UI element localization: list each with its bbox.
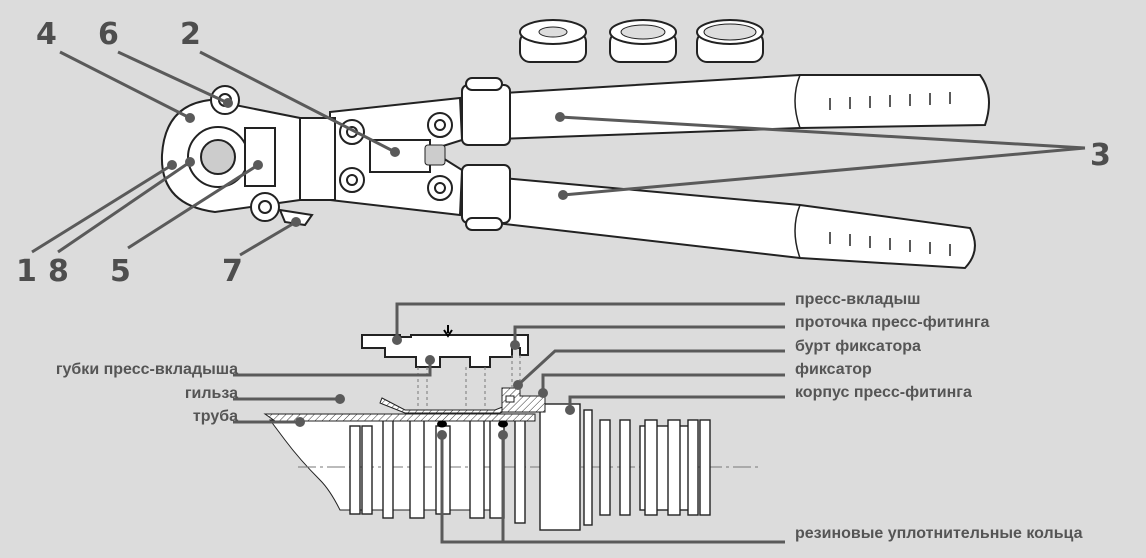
press-arrow-icon [443,325,453,338]
insert-ring-1 [519,19,587,63]
tool-leaders [31,50,1086,257]
callout-7: 7 [222,254,243,289]
label-press-insert: пресс-вкладыш [795,291,921,308]
label-pipe: труба [193,408,238,425]
press-insert [361,334,529,368]
label-fixer-collar: бурт фиксатора [795,338,921,355]
callout-4: 4 [36,17,57,52]
section-leaders [233,302,785,544]
label-sleeve: гильза [185,385,238,402]
fitting-section [263,325,760,531]
callout-1: 1 [16,254,37,289]
callout-2: 2 [180,17,201,52]
insert-ring-3 [696,19,764,63]
press-insert-rings [519,19,764,63]
callout-8: 8 [48,254,69,289]
press-tool [160,74,990,270]
label-fixer: фиксатор [795,361,872,378]
lower-handle [469,173,976,270]
upper-handle [469,74,990,142]
insert-ring-2 [609,19,677,63]
label-fitting-body: корпус пресс-фитинга [795,384,972,401]
label-seal-rings: резиновые уплотнительные кольца [795,525,1083,542]
label-fitting-groove: проточка пресс-фитинга [795,314,990,331]
pipe-wall [263,413,536,422]
callout-5: 5 [110,254,131,289]
label-insert-jaws: губки пресс-вкладыша [56,361,238,378]
callout-6: 6 [98,17,119,52]
callout-3: 3 [1090,138,1111,173]
fitting-body [539,403,581,531]
